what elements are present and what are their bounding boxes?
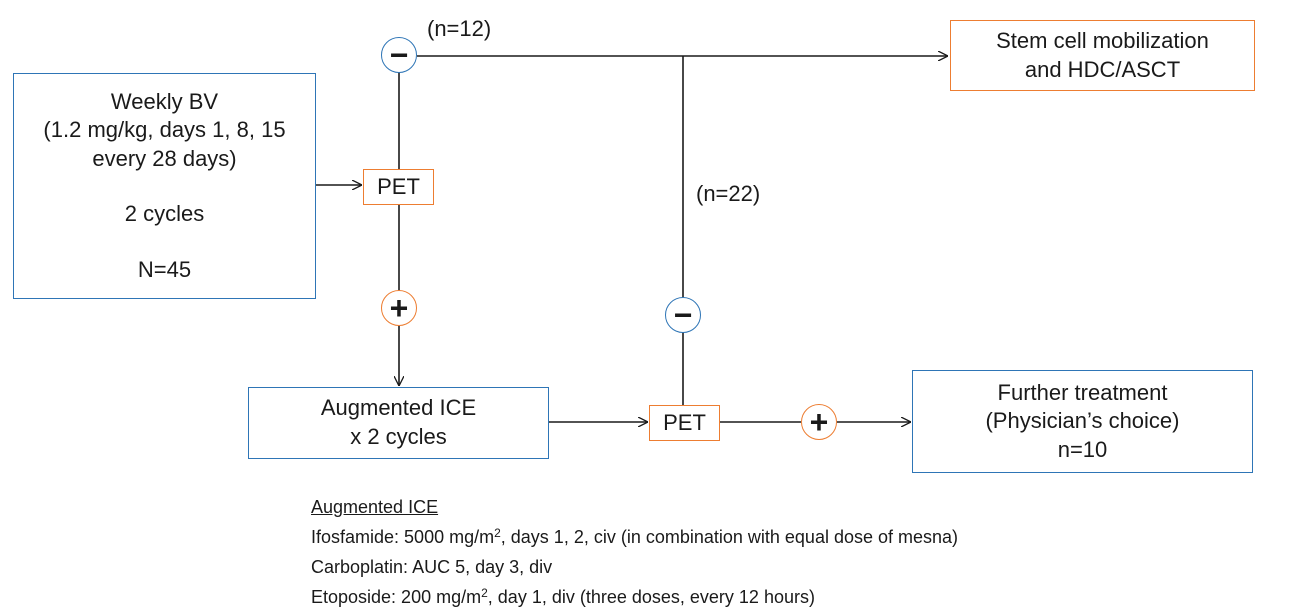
further-treatment-box: Further treatment (Physician’s choice) n… <box>912 370 1253 473</box>
weekly-bv-n: N=45 <box>137 256 192 282</box>
pet-top-label: PET <box>377 173 420 199</box>
plus-sign: + <box>389 290 409 326</box>
pet-bottom-label: PET <box>663 409 706 435</box>
weekly-bv-schedule: every 28 days) <box>92 145 237 171</box>
further-treatment-n: n=10 <box>1057 436 1108 462</box>
pet-top-box: PET <box>363 169 434 205</box>
pet-bottom-box: PET <box>649 405 720 441</box>
notes-carboplatin: Carboplatin: AUC 5, day 3, div <box>311 557 553 577</box>
notes-etoposide: Etoposide: 200 mg/m2, day 1, div (three … <box>311 586 815 607</box>
label-n22: (n=22) <box>696 181 761 206</box>
stem-cell-line1: Stem cell mobilization <box>996 27 1209 53</box>
weekly-bv-dose: (1.2 mg/kg, days 1, 8, 15 <box>43 117 286 143</box>
plus-sign: + <box>809 404 829 440</box>
pet-negative-circle-mid: − <box>665 297 701 333</box>
augmented-ice-cycles: x 2 cycles <box>350 424 447 449</box>
stem-cell-box: Stem cell mobilization and HDC/ASCT <box>950 20 1255 91</box>
stem-cell-line2: and HDC/ASCT <box>1024 56 1181 82</box>
weekly-bv-cycles: 2 cycles <box>124 201 205 227</box>
augmented-ice-box: Augmented ICE x 2 cycles <box>248 387 549 459</box>
label-n12: (n=12) <box>427 16 492 41</box>
pet-positive-circle-top: + <box>381 290 417 326</box>
further-treatment-title: Further treatment <box>997 379 1168 405</box>
minus-sign: − <box>389 37 409 73</box>
minus-sign: − <box>673 297 693 333</box>
notes-ifosfamide: Ifosfamide: 5000 mg/m2, days 1, 2, civ (… <box>311 526 959 547</box>
further-treatment-choice: (Physician’s choice) <box>985 408 1180 434</box>
notes-heading: Augmented ICE <box>311 497 439 517</box>
augmented-ice-title: Augmented ICE <box>320 395 477 421</box>
weekly-bv-title: Weekly BV <box>110 88 219 114</box>
weekly-bv-box: Weekly BV (1.2 mg/kg, days 1, 8, 15 ever… <box>13 73 316 299</box>
pet-negative-circle-top: − <box>381 37 417 73</box>
augmented-ice-notes: Augmented ICE Ifosfamide: 5000 mg/m2, da… <box>311 492 958 612</box>
pet-positive-circle-bottom: + <box>801 404 837 440</box>
